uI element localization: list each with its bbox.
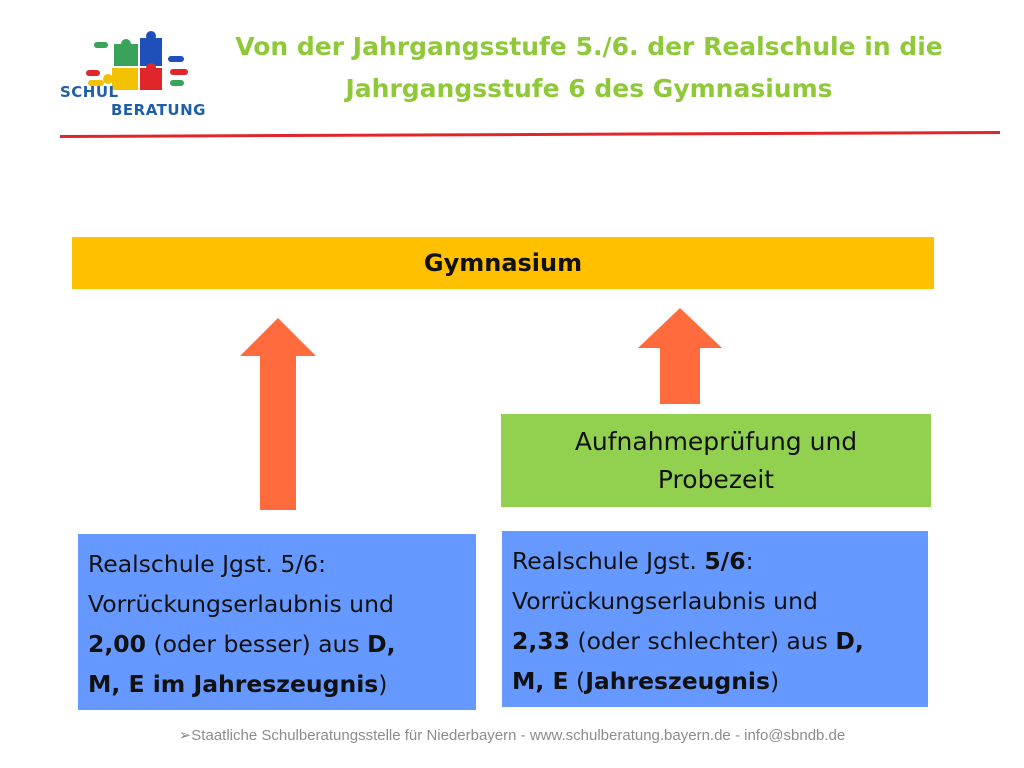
title-line-2: Jahrgangsstufe 6 des Gymnasiums <box>345 74 833 103</box>
puzzle-yellow-icon <box>103 68 138 90</box>
puzzle-red-icon <box>140 63 162 90</box>
realschule-box-right: Realschule Jgst. 5/6: Vorrückungserlaubn… <box>502 531 928 707</box>
puzzle-blue-icon <box>140 31 162 66</box>
left-line-2: Vorrückungserlaubnis und <box>88 590 394 618</box>
title-underline <box>60 131 1000 138</box>
exam-line-1: Aufnahmeprüfung und <box>574 426 858 456</box>
right-line-1: Realschule Jgst. 5/6: <box>512 547 754 575</box>
logo-text-beratung: BERATUNG <box>111 101 206 119</box>
schulberatung-logo <box>86 31 188 90</box>
aufnahmepruefung-box: Aufnahmeprüfung und Probezeit <box>501 414 931 507</box>
right-line-4: M, E (Jahreszeugnis) <box>512 667 780 695</box>
left-line-3: 2,00 (oder besser) aus D, <box>88 630 396 658</box>
realschule-box-left: Realschule Jgst. 5/6: Vorrückungserlaubn… <box>78 534 476 710</box>
right-line-3: 2,33 (oder schlechter) aus D, <box>512 627 864 655</box>
arrow-up-left-icon <box>240 318 316 510</box>
left-line-1: Realschule Jgst. 5/6: <box>88 550 327 578</box>
exam-line-2: Probezeit <box>657 464 775 494</box>
title-line-1: Von der Jahrgangsstufe 5./6. der Realsch… <box>235 32 943 61</box>
page-title: Von der Jahrgangsstufe 5./6. der Realsch… <box>218 26 960 110</box>
left-line-4: M, E im Jahreszeugnis) <box>88 670 388 698</box>
arrow-up-right-icon <box>638 308 722 404</box>
right-line-2: Vorrückungserlaubnis und <box>512 587 818 615</box>
puzzle-green-icon <box>114 39 138 66</box>
gymnasium-bar: Gymnasium <box>72 237 934 289</box>
footer-contact: ➢Staatliche Schulberatungsstelle für Nie… <box>178 727 846 744</box>
logo-text-schul: SCHUL <box>60 83 119 101</box>
